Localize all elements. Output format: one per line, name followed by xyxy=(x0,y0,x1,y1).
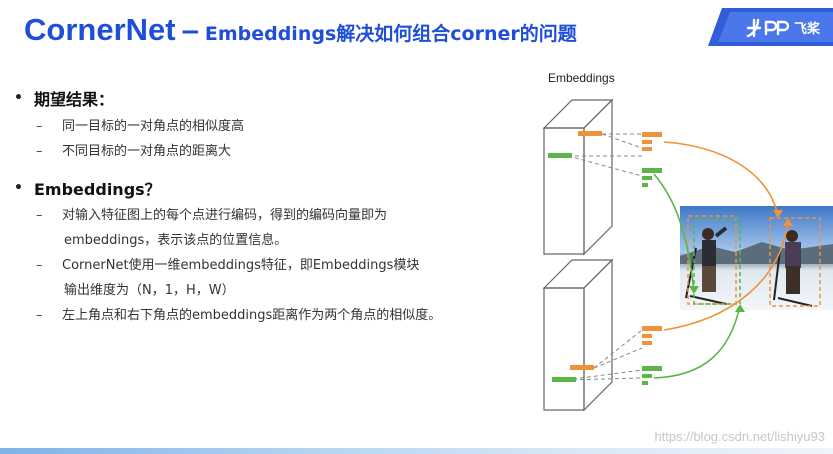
sub-bullet: –不同目标的一对角点的距离大 xyxy=(36,144,232,159)
sub-bullet-continuation: 输出维度为（N，1，H，W） xyxy=(64,283,235,298)
skiers-photo xyxy=(680,206,833,310)
slide-title: CornerNet–Embeddings解决如何组合corner的问题 xyxy=(24,12,577,48)
bullet-dot: • xyxy=(14,180,23,196)
bullet-dot: • xyxy=(14,90,23,106)
title-dash: – xyxy=(181,12,199,47)
embeddings-diagram: Embeddings xyxy=(542,71,833,412)
bullet-embeddings: • Embeddings？ xyxy=(14,176,524,200)
bullet-label: 期望结果： xyxy=(34,90,115,109)
bullet-list: • 期望结果： –同一目标的一对角点的相似度高 –不同目标的一对角点的距离大 •… xyxy=(14,86,524,328)
bottom-right-embeddings xyxy=(548,153,662,385)
figure-label: Embeddings xyxy=(548,71,615,85)
sub-bullet: –左上角点和右下角点的embeddings距离作为两个角点的相似度。 xyxy=(36,308,442,323)
watermark: https://blog.csdn.net/lishiyu93 xyxy=(654,429,825,444)
title-main: CornerNet xyxy=(24,12,176,47)
logo-text: 飞桨 xyxy=(794,21,821,37)
bullet-expected-results: • 期望结果： xyxy=(14,86,524,110)
sub-bullet-continuation: embeddings，表示该点的位置信息。 xyxy=(64,233,288,248)
feature-map-bottom xyxy=(542,258,614,412)
feature-map-top xyxy=(542,98,614,256)
paddle-logo: 飞桨 xyxy=(708,8,833,46)
arrow-heads xyxy=(689,210,793,312)
sub-bullet: –对输入特征图上的每个点进行编码，得到的编码向量即为 xyxy=(36,208,388,223)
sub-bullet: –CornerNet使用一维embeddings特征，即Embeddings模块 xyxy=(36,258,420,273)
title-subtitle: Embeddings解决如何组合corner的问题 xyxy=(204,23,577,45)
bottom-stripe xyxy=(0,448,833,454)
sub-bullet: –同一目标的一对角点的相似度高 xyxy=(36,119,245,134)
bullet-label: Embeddings？ xyxy=(34,180,161,199)
top-left-embeddings xyxy=(570,131,662,370)
